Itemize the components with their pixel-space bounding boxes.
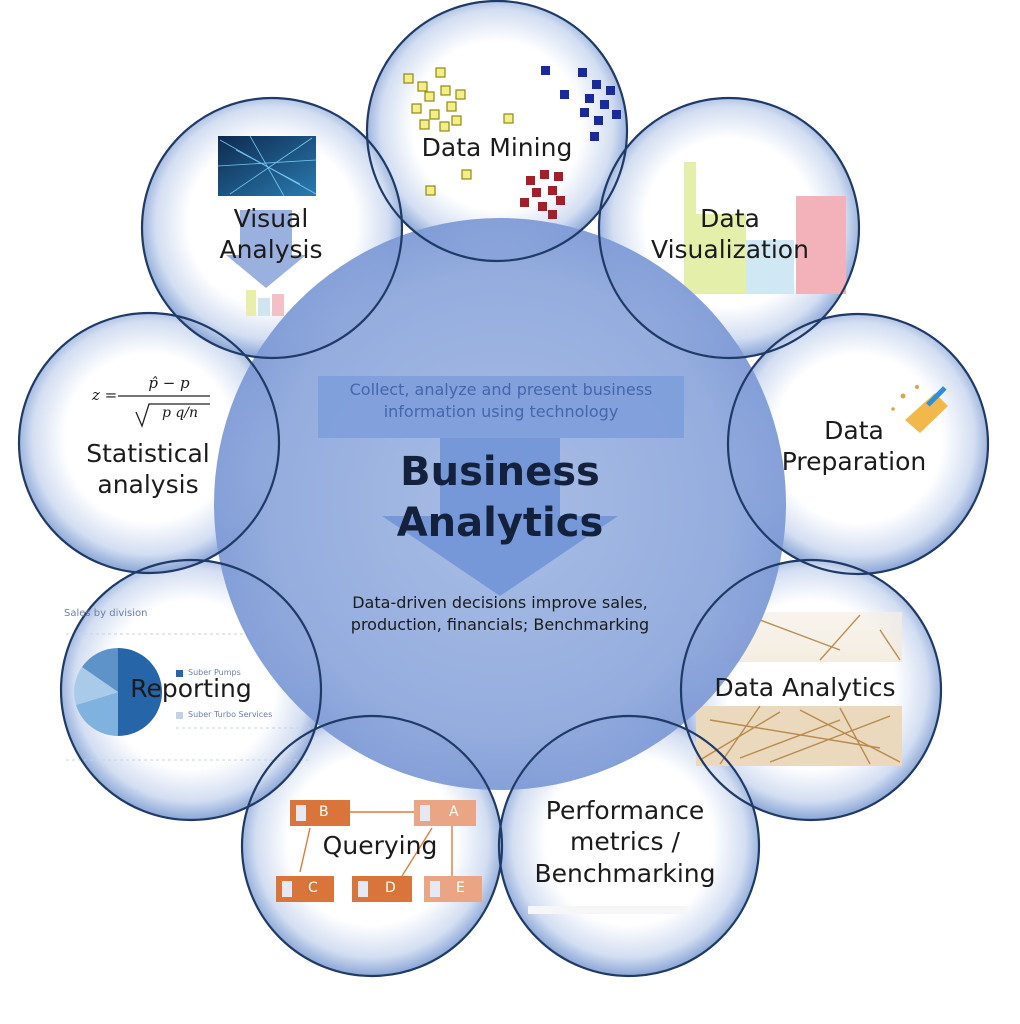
title-line-2: Analytics: [396, 500, 604, 547]
center-down-arrow: [382, 438, 618, 596]
reporting-legend-1: Suber Pumps: [188, 668, 241, 677]
data-visualization-bars: [684, 162, 846, 294]
query-node-c: C: [308, 880, 318, 896]
reporting-legend-2: Suber Turbo Services: [188, 710, 273, 719]
label-querying: Querying: [322, 831, 438, 860]
satellite-rings: [17, 0, 990, 978]
broom-icon: [891, 385, 948, 433]
data-mining-scatter: [403, 66, 621, 219]
visual-analysis-image: [217, 135, 317, 316]
tagline-line-1: Collect, analyze and present business: [349, 380, 653, 399]
label-data-analytics: Data Analytics: [714, 673, 896, 702]
formula-denominator: p q/n: [161, 405, 199, 421]
reporting-chart-title: Sales by division: [64, 608, 148, 619]
label-data-visualization: Data Visualization: [651, 204, 809, 265]
query-node-a: A: [449, 804, 459, 820]
querying-flow: [276, 800, 482, 902]
label-data-mining: Data Mining: [421, 133, 573, 162]
query-node-b: B: [319, 804, 329, 820]
center-title: Business Analytics: [330, 447, 670, 549]
center-outcome: Data-driven decisions improve sales, pro…: [300, 592, 700, 637]
tagline-line-2: information using technology: [383, 401, 619, 421]
center-tagline: Collect, analyze and present business in…: [318, 376, 684, 438]
label-statistical-analysis: Statistical analysis: [86, 439, 210, 500]
formula-numerator: p̂ − p: [148, 374, 190, 392]
outcome-line-1: Data-driven decisions improve sales,: [352, 593, 648, 612]
label-data-preparation: Data Preparation: [781, 416, 927, 477]
formula-lhs: z =: [92, 386, 118, 404]
label-reporting: Reporting: [130, 674, 252, 703]
circle-data-preparation: [728, 314, 988, 574]
query-node-d: D: [385, 880, 396, 896]
outcome-line-2: production, financials; Benchmarking: [350, 615, 650, 635]
query-node-e: E: [456, 880, 465, 896]
formula-graphic: [118, 395, 210, 428]
title-line-1: Business: [400, 449, 600, 495]
performance-strip: [528, 906, 688, 914]
label-performance-metrics: Performance metrics / Benchmarking: [534, 796, 716, 888]
label-visual-analysis: Visual Analysis: [219, 204, 323, 265]
reporting-pie-chart: [66, 633, 310, 761]
circle-statistical-analysis: [19, 313, 279, 573]
